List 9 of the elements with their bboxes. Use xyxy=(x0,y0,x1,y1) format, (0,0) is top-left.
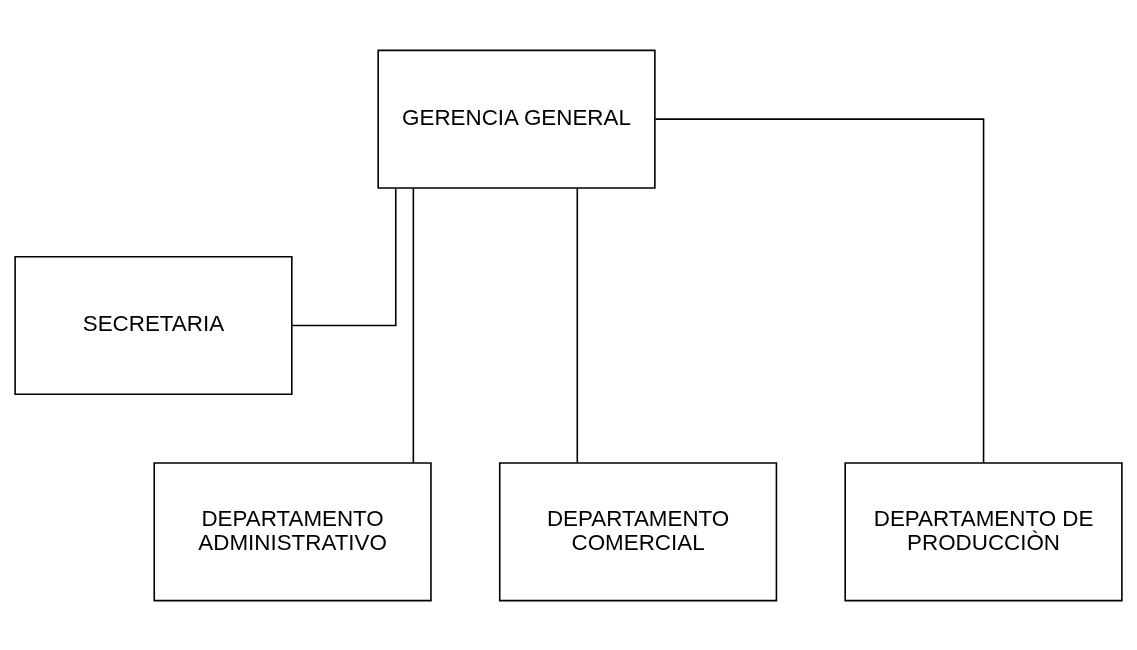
connector xyxy=(576,186,579,463)
node-box: DEPARTAMENTO DE PRODUCCIÒN xyxy=(844,461,1123,601)
node-box: SECRETARIA xyxy=(14,255,293,395)
connector xyxy=(291,187,397,326)
connector xyxy=(654,117,985,464)
connector xyxy=(412,186,415,463)
node-box: DEPARTAMENTO COMERCIAL xyxy=(498,461,778,601)
node-box: GERENCIA GENERAL xyxy=(377,49,656,189)
node-box: DEPARTAMENTO ADMINISTRATIVO xyxy=(153,461,432,601)
